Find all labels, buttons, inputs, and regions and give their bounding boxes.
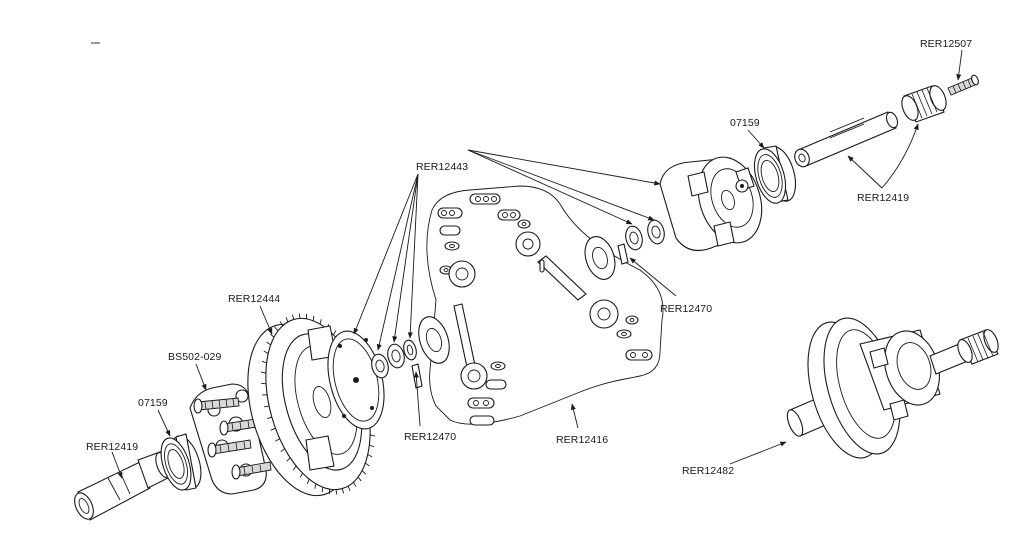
gear-tooth — [298, 313, 301, 319]
label-rer12416: RER12416 — [556, 434, 608, 446]
part-gear-kit-outline — [426, 185, 664, 425]
gear-tooth — [365, 462, 370, 467]
part-output-cup-left — [74, 451, 171, 521]
part-shims-right — [617, 219, 665, 265]
gear-tooth — [280, 448, 285, 453]
gear-tooth — [286, 457, 291, 462]
label-rer12419-top: RER12419 — [857, 192, 909, 204]
gear-tooth — [357, 476, 362, 482]
screw-1 — [193, 397, 240, 414]
gear-tooth — [266, 341, 271, 346]
gear-tooth — [279, 321, 284, 326]
gear-tooth — [314, 483, 317, 489]
label-rer12444: RER12444 — [228, 293, 280, 305]
gear-tooth — [263, 350, 269, 354]
part-diff-case — [659, 156, 763, 252]
gear-tooth — [369, 444, 375, 448]
label-07159-top: 07159 — [730, 117, 760, 129]
gear-tooth — [347, 485, 351, 491]
label-07159-left: 07159 — [138, 397, 168, 409]
leader-lines — [111, 49, 963, 479]
gear-tooth — [264, 405, 270, 408]
gear-tooth — [306, 478, 310, 484]
label-rer12443: RER12443 — [416, 161, 468, 173]
part-assembled-diff — [786, 317, 999, 459]
gear-tooth — [299, 472, 303, 478]
gear-tooth — [261, 382, 267, 385]
part-bearing-left — [160, 433, 202, 491]
gear-tooth — [292, 465, 297, 471]
part-bearing-top — [753, 145, 797, 204]
gear-tooth — [333, 330, 337, 336]
part-gear-kit-contents — [418, 193, 653, 426]
part-needle-bearing — [901, 85, 947, 123]
label-rer12507: RER12507 — [920, 38, 972, 50]
gear-tooth — [260, 371, 267, 374]
gear-tooth — [261, 360, 267, 364]
gear-tooth — [369, 434, 376, 437]
part-screw-top — [947, 74, 979, 96]
gear-tooth — [341, 488, 345, 494]
screw-4 — [231, 461, 272, 480]
label-rer12482: RER12482 — [682, 465, 734, 477]
label-rer12419-left: RER12419 — [86, 441, 138, 453]
label-rer12470-mid: RER12470 — [404, 431, 456, 443]
gear-tooth — [321, 487, 324, 493]
label-bs502-029: BS502-029 — [168, 351, 222, 363]
part-shims-left — [371, 339, 423, 389]
gear-tooth — [266, 416, 272, 420]
screw-3 — [207, 439, 252, 458]
gear-tooth — [352, 482, 357, 487]
part-output-shaft-top — [794, 111, 899, 168]
gear-tooth — [291, 314, 295, 320]
gear-tooth — [367, 454, 373, 458]
gear-tooth — [335, 489, 338, 495]
gear-tooth — [274, 326, 279, 332]
gear-tooth — [275, 438, 280, 442]
gear-tooth — [361, 470, 366, 475]
gear-tooth — [285, 317, 289, 323]
label-rer12470-right: RER12470 — [660, 303, 712, 315]
gear-tooth — [312, 315, 315, 321]
gear-tooth — [319, 319, 322, 325]
gear-tooth — [270, 427, 276, 431]
